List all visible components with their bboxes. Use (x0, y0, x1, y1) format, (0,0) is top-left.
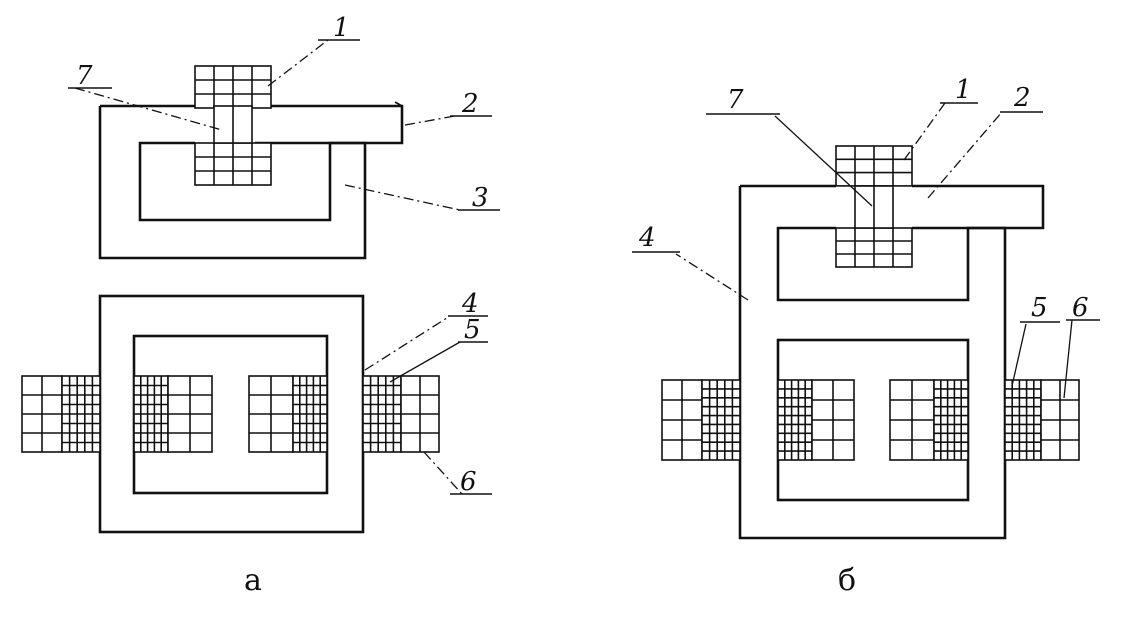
coil-grid (167, 375, 213, 453)
callout-a-7: 7 (76, 61, 93, 91)
coil-grid (1040, 379, 1080, 461)
coil-grid (835, 145, 913, 187)
callout-a-6: 6 (460, 467, 477, 497)
coil-grid (194, 142, 272, 186)
fine-winding (701, 379, 741, 461)
figure-a: 1 2 3 4 5 6 7 а (21, 13, 500, 598)
fine-winding (292, 375, 328, 453)
figure-a-windings (21, 375, 440, 453)
callout-a-1: 1 (333, 13, 350, 43)
figure-a-caption: а (244, 563, 262, 598)
callout-a-5: 5 (464, 315, 481, 345)
fine-winding (777, 379, 813, 461)
figure-a-callouts: 1 2 3 4 5 6 7 (76, 13, 489, 497)
callout-b-4: 4 (638, 223, 656, 253)
figure-a-leaders (68, 39, 500, 495)
coil-grid (194, 65, 272, 109)
callout-b-2: 2 (1013, 83, 1031, 113)
coil-grid (889, 379, 935, 461)
figure-b: 1 2 4 5 6 7 б (632, 75, 1100, 598)
figure-b-armature (912, 184, 1045, 230)
fine-winding (1004, 379, 1042, 461)
figure-b-top-coil (835, 145, 913, 268)
fine-winding (362, 375, 402, 453)
callout-a-4: 4 (461, 289, 479, 319)
callout-a-2: 2 (461, 89, 479, 119)
figure-b-leaders (632, 102, 1100, 399)
figure-b-caption: б (838, 563, 856, 598)
figure-b-windings (661, 379, 1080, 461)
figure-b-callouts: 1 2 4 5 6 7 (638, 75, 1089, 323)
fine-winding (133, 375, 169, 453)
coil-grid (400, 375, 440, 453)
callout-b-1: 1 (955, 75, 972, 105)
callout-a-3: 3 (472, 183, 489, 213)
coil-grid (835, 227, 913, 268)
callout-b-7: 7 (727, 85, 744, 115)
callout-b-5: 5 (1031, 293, 1048, 323)
coil-grid (21, 375, 63, 453)
figure-a-top-coil (194, 65, 272, 186)
fine-winding (61, 375, 101, 453)
coil-grid (248, 375, 294, 453)
coil-grid (811, 379, 855, 461)
figure-a-armature (255, 101, 404, 145)
callout-b-6: 6 (1072, 293, 1089, 323)
fine-winding (933, 379, 969, 461)
coil-grid (661, 379, 703, 461)
